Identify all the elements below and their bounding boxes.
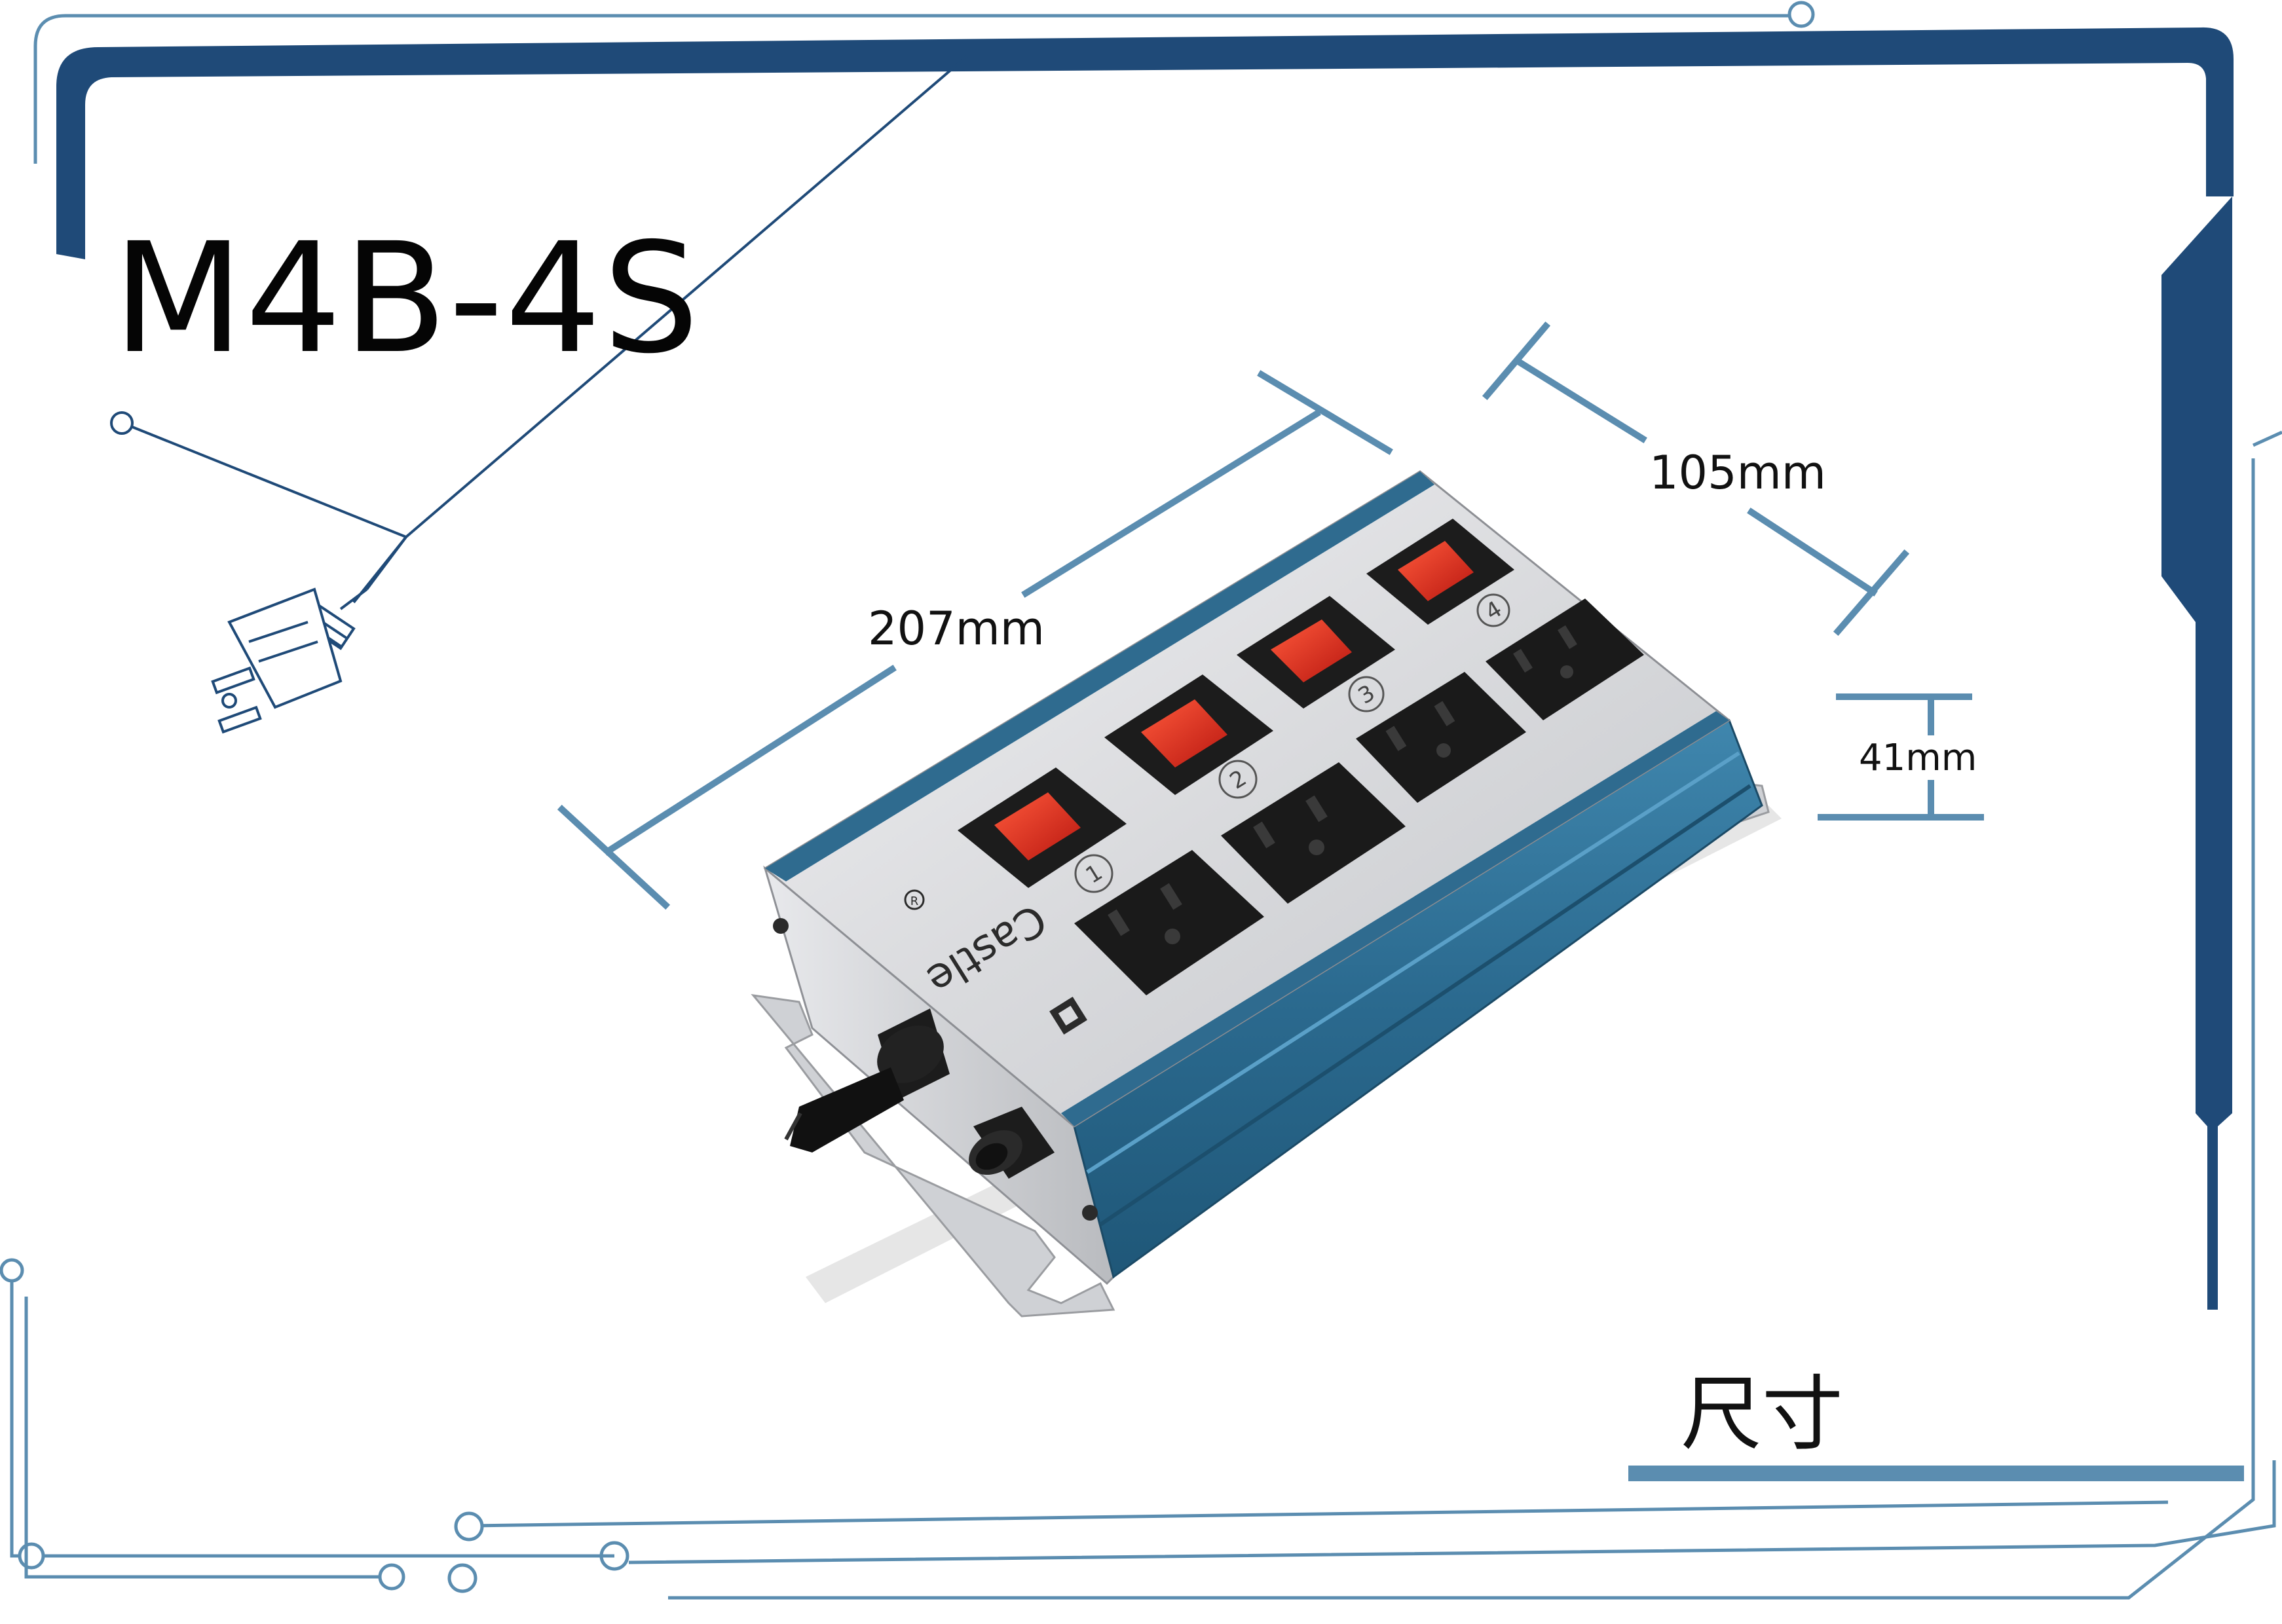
frame-diagonal-line xyxy=(405,55,968,538)
svg-text:R: R xyxy=(910,895,919,908)
rocker-switch-3[interactable] xyxy=(1237,596,1395,709)
power-plug-icon xyxy=(110,411,409,734)
frame-thin-line-bottom2 xyxy=(471,1500,2169,1528)
top-rail-left xyxy=(765,471,1434,881)
outlet-number-badge xyxy=(1074,854,1113,893)
outlet-4 xyxy=(1486,599,1644,720)
outlet-number-badge xyxy=(1476,593,1510,627)
mounting-flange xyxy=(751,993,1115,1318)
dim-length-line-b xyxy=(603,665,897,856)
dim-length-tick-b xyxy=(557,804,671,910)
housing-side-groove xyxy=(1099,784,1751,1227)
frame-thin-line-left xyxy=(10,1270,614,1558)
power-strip-product: 1 2 3 4 Castle R xyxy=(751,470,1782,1318)
frame-thin-line-right-outer xyxy=(2252,430,2282,447)
frame-node xyxy=(378,1563,405,1591)
outlet-number-badge xyxy=(1348,676,1385,712)
frame-band-top xyxy=(56,27,2234,260)
frame-node xyxy=(18,1542,45,1570)
frame-thin-line-bottom xyxy=(628,1460,2276,1564)
frame-band-right xyxy=(2161,196,2232,1310)
dim-width-line-a xyxy=(1514,357,1647,443)
dimension-width-label: 105mm xyxy=(1649,446,1826,500)
frame-node xyxy=(1787,1,1815,28)
end-cap-screw xyxy=(773,918,789,934)
end-cap-screw xyxy=(1082,1205,1098,1221)
dimension-lines xyxy=(557,321,1984,910)
dim-width-line-b xyxy=(1747,507,1878,597)
frame-thin-line-left2 xyxy=(24,1297,386,1579)
dimension-length-label: 207mm xyxy=(868,602,1045,655)
frame-node xyxy=(454,1511,484,1541)
outlet-number-badge xyxy=(1218,760,1258,799)
frame-node xyxy=(0,1258,24,1283)
section-label-underline xyxy=(1628,1466,2244,1481)
outlet-3 xyxy=(1356,672,1526,803)
dim-length-tick-a xyxy=(1257,370,1393,455)
top-rail-right xyxy=(1061,711,1729,1126)
section-label: 尺寸 xyxy=(1681,1367,1844,1462)
frame-thin-line-top xyxy=(33,14,1795,164)
rocker-switch-4[interactable] xyxy=(1366,519,1514,625)
dim-length-line-a xyxy=(1021,409,1321,598)
registered-mark-icon: R xyxy=(904,889,925,910)
circuit-breaker-knob[interactable] xyxy=(961,1107,1055,1184)
housing-side-groove xyxy=(1086,751,1740,1174)
outlet-2 xyxy=(1221,762,1406,904)
rocker-switch-2[interactable] xyxy=(1104,674,1273,795)
frame-thin-line-right xyxy=(668,458,2255,1600)
power-cord xyxy=(784,1008,950,1153)
outlet-1 xyxy=(1074,850,1264,995)
dimension-height-label: 41mm xyxy=(1859,737,1977,779)
model-title: M4B-4S xyxy=(113,210,701,387)
frame-node xyxy=(447,1563,477,1593)
castle-logo-icon xyxy=(1049,997,1087,1035)
rocker-switch-1[interactable] xyxy=(958,767,1127,888)
